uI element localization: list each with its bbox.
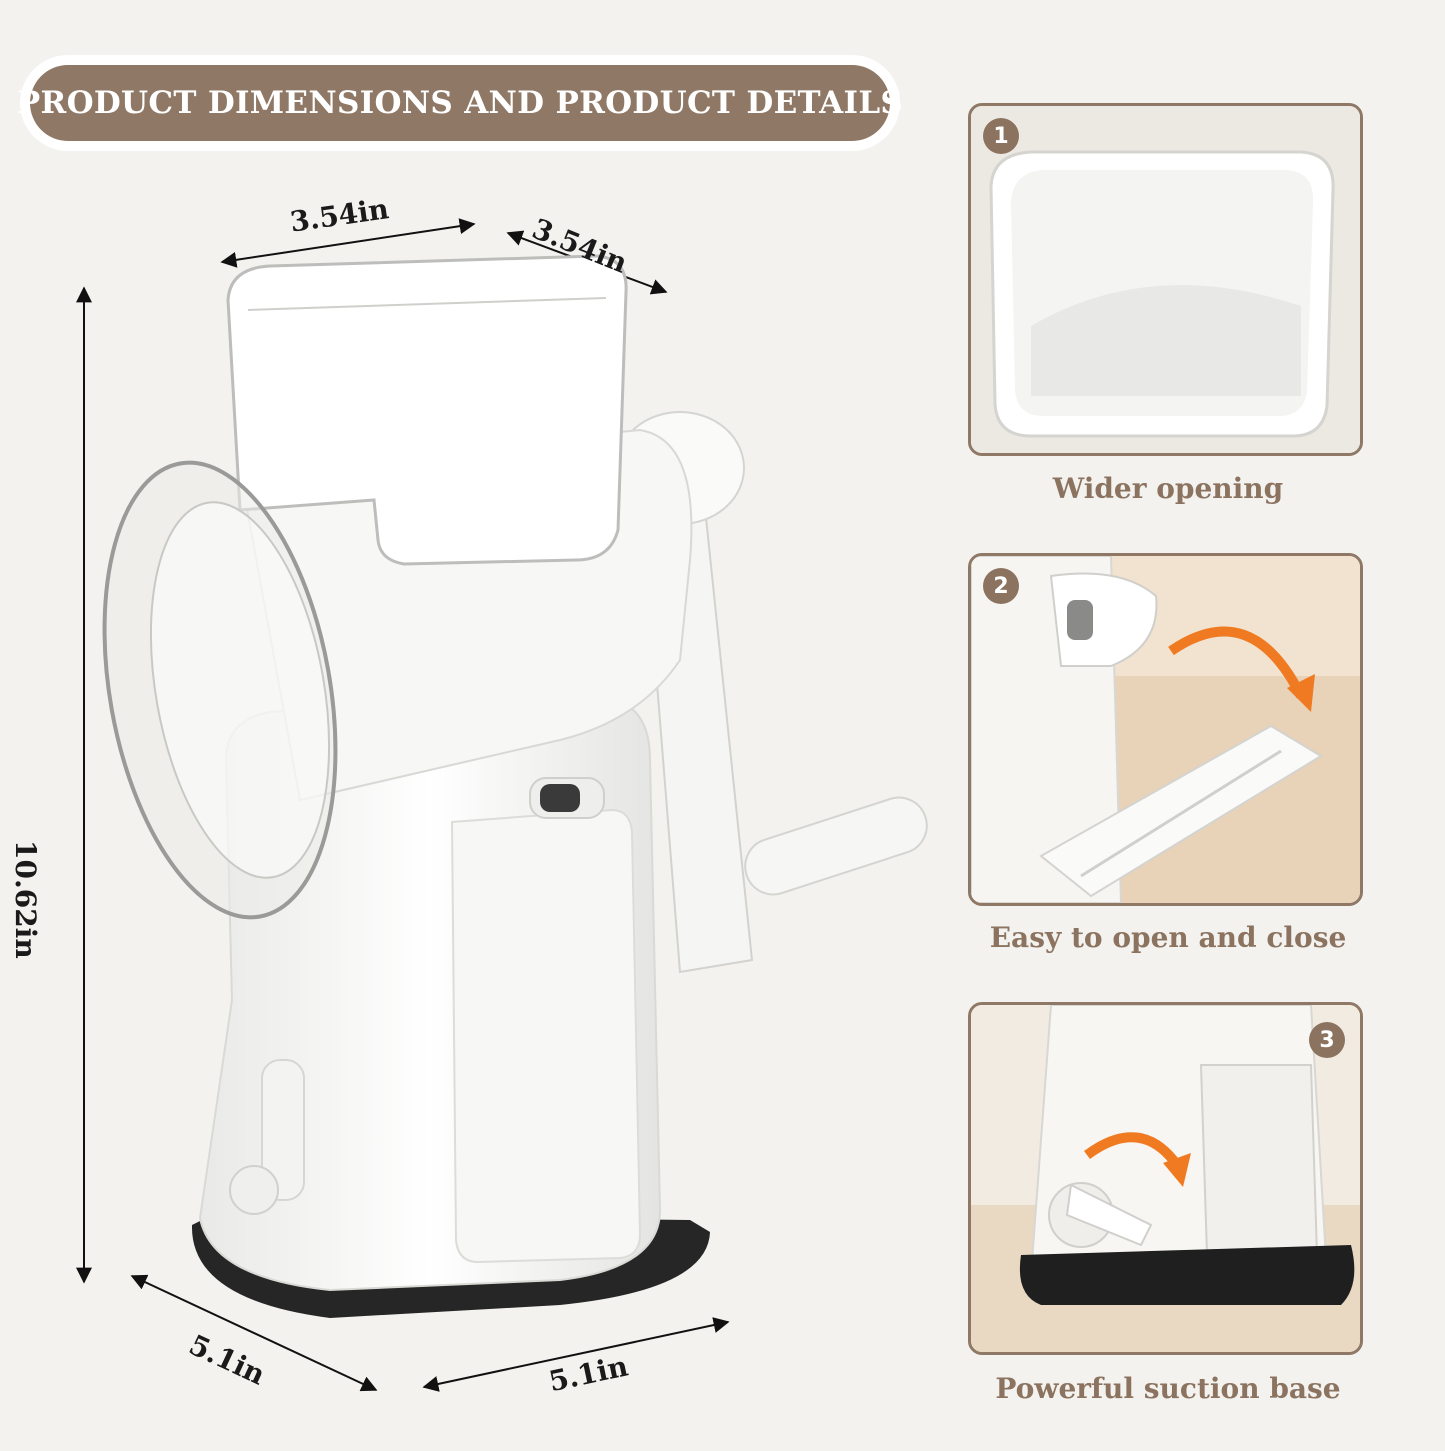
badge-1: 1 bbox=[983, 118, 1019, 154]
feature-panel-wider-opening: 1 bbox=[968, 103, 1363, 456]
feature-panel-easy-open: 2 bbox=[968, 553, 1363, 906]
dimension-arrow-top-width bbox=[220, 218, 476, 268]
dimension-arrow-base-width bbox=[130, 1274, 378, 1392]
badge-2: 2 bbox=[983, 568, 1019, 604]
easy-open-photo bbox=[971, 556, 1360, 903]
crank-handle bbox=[744, 796, 928, 896]
suction-lever bbox=[261, 1059, 305, 1201]
front-door bbox=[450, 808, 642, 1264]
product-illustration bbox=[76, 218, 928, 1392]
badge-3: 3 bbox=[1309, 1022, 1345, 1058]
feature-panel-suction-base: 3 bbox=[968, 1002, 1363, 1355]
hopper bbox=[226, 254, 628, 566]
caption-suction-base: Powerful suction base bbox=[995, 1372, 1341, 1405]
caption-wider-opening: Wider opening bbox=[1052, 472, 1284, 505]
dimension-arrow-base-depth bbox=[422, 1317, 730, 1392]
title-banner: PRODUCT DIMENSIONS AND PRODUCT DETAILS bbox=[17, 55, 903, 151]
page-title: PRODUCT DIMENSIONS AND PRODUCT DETAILS bbox=[16, 85, 904, 121]
suction-base-photo bbox=[971, 1005, 1360, 1352]
label-height: 10.62in bbox=[9, 840, 42, 959]
caption-easy-open: Easy to open and close bbox=[989, 921, 1347, 954]
title-pill: PRODUCT DIMENSIONS AND PRODUCT DETAILS bbox=[17, 65, 903, 141]
lever-knob bbox=[229, 1165, 279, 1215]
wider-opening-photo bbox=[971, 106, 1360, 453]
